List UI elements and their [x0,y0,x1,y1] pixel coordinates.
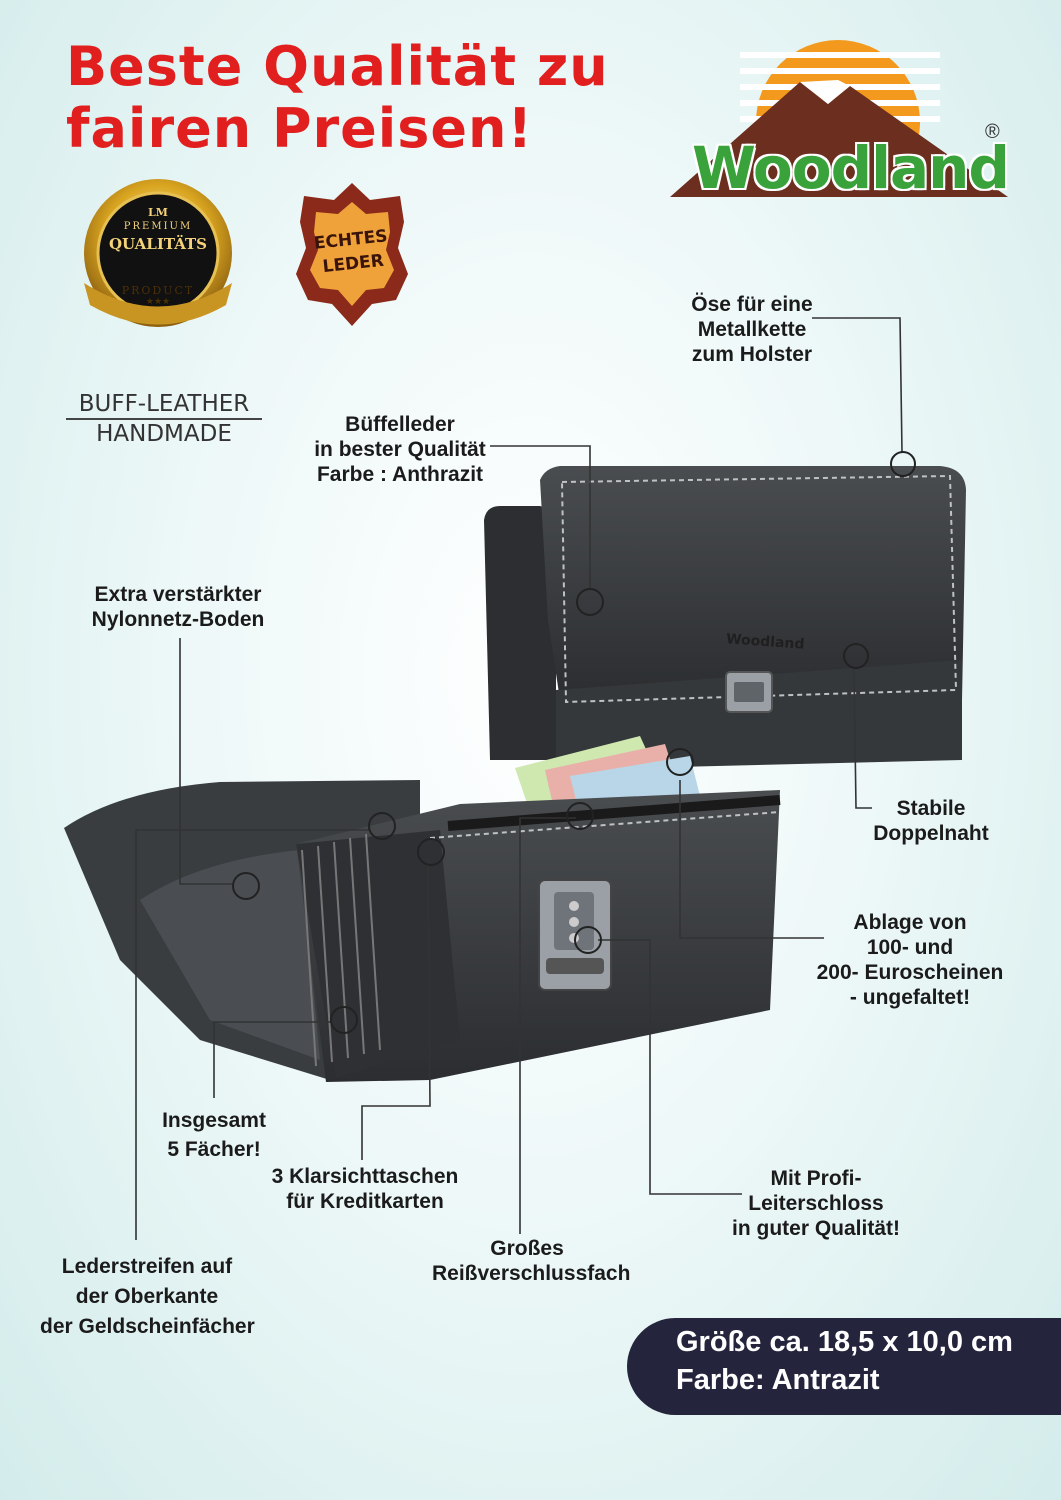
callout-strip-line-2: der Oberkante [75,1285,219,1308]
marker-zip [566,802,594,830]
callout-bottom-line-2: Nylonnetz-Boden [91,608,265,631]
headline-line-1: Beste Qualität zu [66,35,609,98]
callout-eyelet-line-2: Metallkette [697,318,807,341]
footer-info-box [627,1318,1061,1415]
callout-bottom: Extra verstärkter Nylonnetz-Boden [88,582,268,632]
callout-eyelet-line-3: zum Holster [691,343,813,366]
callout-notes: Ablage von 100- und 200- Euroscheinen - … [812,910,1008,1010]
marker-bottom [232,872,260,900]
quality-badge [84,179,232,327]
callout-lock-line-3: in guter Qualität! [732,1217,900,1240]
quality-qualitaets: QUALITÄTS [108,235,208,253]
quality-logo: LM [148,206,168,219]
marker-notes [666,748,694,776]
brand-wordmark: Woodland [692,134,1010,202]
callout-strip-line-3: der Geldscheinfächer [40,1315,255,1338]
callout-lock-line-1: Mit Profi- [770,1167,862,1190]
footer-size: Größe ca. 18,5 x 10,0 cm [676,1326,1013,1358]
callout-zip-line-1: Großes [490,1237,564,1260]
quality-product: PRODUCT [121,284,195,297]
brand-logo [670,40,1008,197]
callout-notes-line-3: 200- Euroscheinen [816,961,1004,984]
wallet-open [64,780,781,1082]
callout-notes-line-2: 100- und [866,936,954,959]
marker-eyelet [890,451,916,477]
marker-leather [576,588,604,616]
quality-badge-text: LM PREMIUM QUALITÄTS [98,206,218,254]
tagline-line-2: HANDMADE [96,421,232,447]
callout-lines [135,317,903,1240]
tagline: BUFF-LEATHER HANDMADE [66,390,262,448]
footer-color: Farbe: Antrazit [676,1364,880,1396]
callout-seam-line-2: Doppelnaht [873,822,989,845]
marker-cards [417,838,445,866]
headline: Beste Qualität zu fairen Preisen! [66,36,666,160]
callout-notes-line-4: - ungefaltet! [849,986,971,1009]
leather-badge [296,183,408,326]
callout-lock-line-2: Leiterschloss [748,1192,884,1215]
leather-badge-text: ECHTES LEDER [310,224,395,280]
callout-bottom-line-1: Extra verstärkter [94,583,262,606]
callout-cards: 3 Klarsichttaschen für Kreditkarten [270,1164,460,1214]
callout-compartments-line-2: 5 Fächer! [167,1138,261,1161]
callout-leather-line-3: Farbe : Anthrazit [316,463,484,486]
callout-eyelet: Öse für eine Metallkette zum Holster [690,292,814,367]
callout-notes-line-1: Ablage von [853,911,967,934]
callout-seam: Stabile Doppelnaht [866,796,996,846]
callout-leather: Büffelleder in bester Qualität Farbe : A… [310,412,490,487]
callout-markers [232,451,916,1034]
quality-premium: PREMIUM [123,221,193,232]
callout-compartments-line-1: Insgesamt [162,1109,266,1132]
tagline-line-1: BUFF-LEATHER [66,390,262,420]
callout-lock: Mit Profi- Leiterschloss in guter Qualit… [726,1166,906,1241]
callout-seam-line-1: Stabile [896,797,966,820]
callout-strip-line-1: Lederstreifen auf [61,1255,233,1278]
callout-zip-line-2: Reißverschlussfach [432,1262,631,1285]
callout-cards-line-2: für Kreditkarten [286,1190,444,1213]
callout-eyelet-line-1: Öse für eine [691,293,813,316]
footer-text: Größe ca. 18,5 x 10,0 cm Farbe: Antrazit [676,1323,1013,1399]
wallet-closed [484,466,966,770]
callout-zip: Großes Reißverschlussfach [432,1236,631,1286]
marker-compartments [330,1006,358,1034]
callout-leather-line-1: Büffelleder [345,413,455,436]
headline-line-2: fairen Preisen! [66,97,534,160]
registered-mark: ® [985,121,1000,143]
marker-lock [574,926,602,954]
callout-cards-line-1: 3 Klarsichttaschen [271,1165,459,1188]
callout-leather-line-2: in bester Qualität [314,438,486,461]
marker-seam [843,643,869,669]
marker-strip [368,812,396,840]
callout-compartments: Insgesamt 5 Fächer! [154,1108,274,1162]
quality-stars: ★★★ [145,296,171,306]
callout-strip: Lederstreifen auf der Oberkante der Geld… [40,1252,255,1342]
